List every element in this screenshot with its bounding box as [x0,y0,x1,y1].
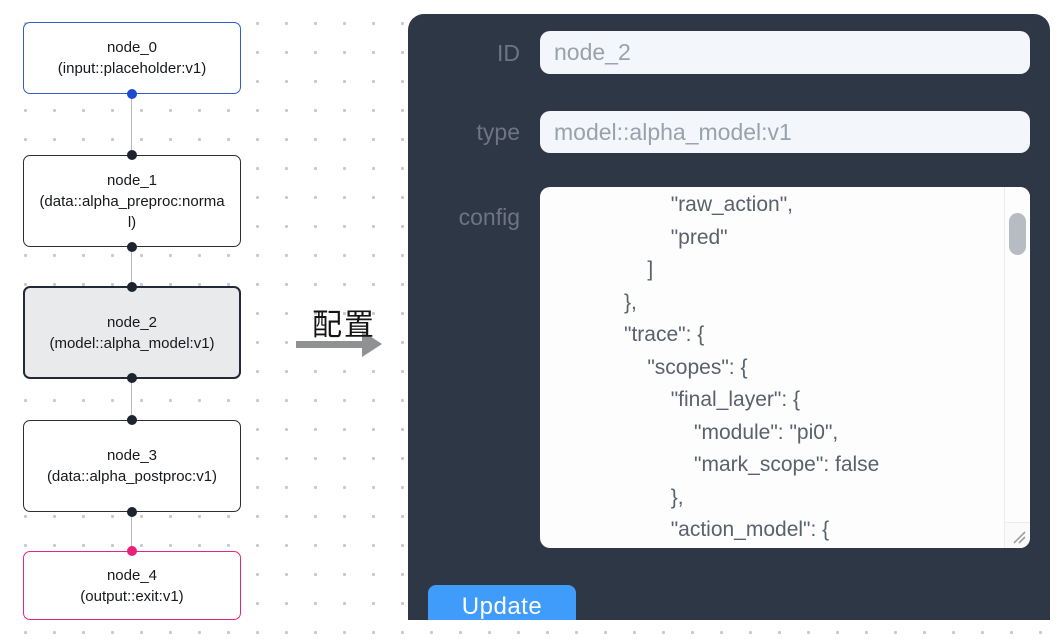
right-arrow-icon [296,331,384,357]
edge-line [130,512,132,552]
edge-line [130,379,132,421]
node-subtitle: (data::alpha_postproc:v1) [46,468,218,485]
resize-handle-icon[interactable] [1004,522,1030,548]
type-input[interactable] [540,111,1030,153]
node-title: node_4 [106,566,158,584]
output-port-icon[interactable] [127,89,137,99]
node-4[interactable]: node_4 (output::exit:v1) [23,546,241,620]
node-config-panel: ID type config "raw_action", "pred" ] },… [408,14,1050,620]
id-input[interactable] [540,31,1030,74]
scrollbar-track[interactable] [1004,187,1030,522]
output-port-icon[interactable] [127,373,137,383]
input-port-icon[interactable] [127,150,137,160]
config-label: config [458,204,520,230]
id-label: ID [497,40,520,66]
config-editor[interactable]: "raw_action", "pred" ] }, "trace": { "sc… [540,187,1030,548]
type-label: type [476,119,520,145]
node-title: node_2 [106,313,158,331]
scrollbar-thumb[interactable] [1009,213,1026,255]
node-title: node_1 [106,171,158,189]
node-subtitle: (input::placeholder:v1) [57,60,207,77]
node-title: node_3 [106,447,158,464]
node-subtitle: (model::alpha_model:v1) [49,334,215,352]
edge-line [130,247,132,287]
output-port-icon[interactable] [127,507,137,517]
node-title: node_0 [106,39,158,56]
node-subtitle: (data::alpha_preproc:normal) [39,192,225,231]
node-1[interactable]: node_1 (data::alpha_preproc:normal) [23,150,241,252]
config-json-text[interactable]: "raw_action", "pred" ] }, "trace": { "sc… [624,193,880,541]
node-3[interactable]: node_3 (data::alpha_postproc:v1) [23,415,241,517]
update-button[interactable]: Update [428,585,576,620]
node-2-selected[interactable]: node_2 (model::alpha_model:v1) [23,282,241,383]
input-port-icon[interactable] [127,415,137,425]
node-0[interactable]: node_0 (input::placeholder:v1) [23,22,241,99]
output-port-icon[interactable] [127,242,137,252]
input-port-icon[interactable] [127,546,137,556]
input-port-icon[interactable] [127,282,137,292]
config-annotation-label: 配置 [312,309,376,342]
edge-line [130,94,132,156]
node-subtitle: (output::exit:v1) [80,587,184,605]
